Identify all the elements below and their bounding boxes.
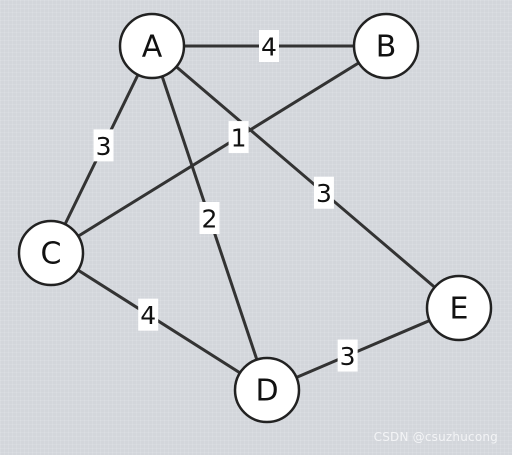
edge-weight-label: 4 [261, 33, 277, 62]
edge-weight-a-e: 3 [313, 176, 334, 209]
edge-weight-label: 4 [140, 301, 156, 330]
edge-weight-background [313, 176, 334, 209]
watermark: CSDN @csuzhucong [373, 430, 498, 444]
edge-weight-label: 1 [231, 124, 247, 153]
node-circle [233, 356, 301, 424]
edge-weight-c-d: 4 [138, 298, 159, 331]
edge-b-c [49, 44, 388, 255]
node-d: D [233, 356, 301, 424]
node-b: B [352, 12, 420, 80]
node-circle [425, 274, 493, 342]
edge-weight-a-b: 4 [259, 30, 279, 62]
edge-weight-background [337, 339, 358, 372]
edge-weight-a-c: 3 [93, 129, 114, 162]
edge-weight-b-c: 1 [228, 121, 249, 154]
edge-weight-d-e: 3 [337, 339, 358, 372]
edge-weight-background [199, 202, 220, 234]
node-circle [352, 12, 420, 80]
nodes-layer: A B C D E [17, 12, 493, 424]
node-circle [118, 12, 186, 80]
edge-weight-label: 3 [316, 179, 332, 208]
edge-weight-a-d: 2 [199, 202, 220, 234]
node-label: A [142, 30, 163, 65]
edge-weight-background [93, 129, 114, 162]
node-label: C [41, 237, 62, 272]
edge-c-d [49, 251, 269, 392]
edge-weight-background [259, 30, 279, 62]
edge-weight-label: 3 [96, 132, 112, 161]
node-e: E [425, 274, 493, 342]
node-a: A [118, 12, 186, 80]
node-label: D [255, 374, 278, 409]
node-c: C [17, 219, 85, 287]
edge-d-e [265, 306, 461, 392]
node-circle [17, 219, 85, 287]
edge-weights-layer: 4 3 1 2 3 4 3 [93, 30, 358, 372]
node-label: B [376, 30, 397, 65]
edges-layer [49, 44, 461, 392]
edge-weight-background [228, 121, 249, 154]
edge-weight-label: 3 [340, 342, 356, 371]
node-label: E [450, 292, 469, 327]
edge-a-e [150, 44, 461, 310]
edge-weight-label: 2 [202, 205, 218, 234]
edge-weight-background [138, 298, 159, 331]
